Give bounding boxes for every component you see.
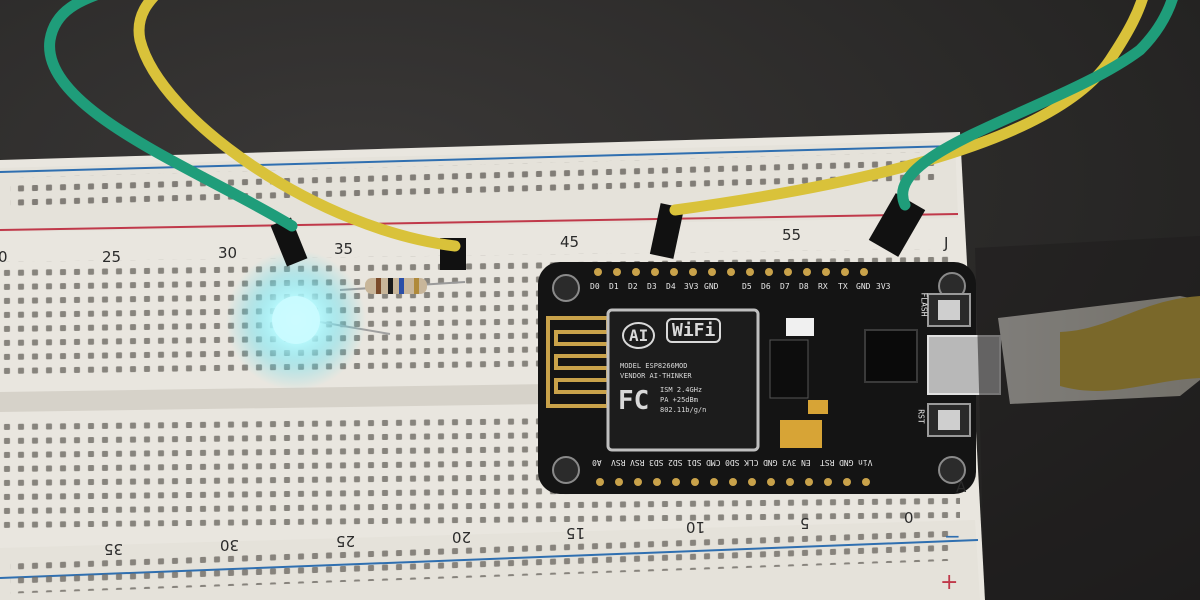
yellow-wire-left bbox=[133, 0, 461, 252]
pin-label: D8 bbox=[799, 282, 809, 291]
rail-plus-symbol: + bbox=[940, 570, 959, 595]
row-letter-a: A bbox=[956, 478, 967, 496]
pin-label: GND bbox=[763, 458, 778, 467]
led-body bbox=[272, 296, 320, 344]
pin-label: D6 bbox=[761, 282, 771, 291]
col-number-bottom: 35 bbox=[104, 540, 124, 558]
bottom-rail-holes bbox=[10, 526, 950, 594]
pin-label: GND bbox=[856, 282, 871, 291]
small-capacitor bbox=[808, 400, 828, 414]
col-number-bottom: 5 bbox=[800, 514, 810, 532]
pin-label: TX bbox=[838, 282, 848, 291]
pin-label: 3V3 bbox=[782, 458, 797, 467]
reset-label: RST bbox=[916, 409, 926, 424]
jumper-plug-3 bbox=[649, 203, 685, 259]
pin-label: SD0 bbox=[725, 458, 740, 467]
pin-label: SD1 bbox=[687, 458, 702, 467]
flash-button-cap bbox=[938, 300, 960, 320]
module-vendor: VENDOR AI-THINKER bbox=[620, 372, 692, 380]
pin-label: D4 bbox=[666, 282, 676, 291]
rail-minus-symbol: − bbox=[944, 524, 961, 548]
col-number-bottom: 25 bbox=[336, 532, 356, 550]
ai-thinker-logo: AI bbox=[622, 322, 656, 349]
module-ism: ISM 2.4GHz bbox=[660, 386, 703, 394]
col-number-bottom: 10 bbox=[686, 518, 706, 536]
jumper-plug-4 bbox=[868, 193, 926, 257]
resistor bbox=[339, 278, 466, 294]
col-number-bottom: 30 bbox=[220, 536, 240, 554]
pin-label: Vin bbox=[858, 458, 873, 467]
pin-label: D5 bbox=[742, 282, 752, 291]
pin-label: SD2 bbox=[668, 458, 683, 467]
nodemcu-board bbox=[538, 262, 1001, 494]
reset-button-cap bbox=[938, 410, 960, 430]
usb-uart-chip bbox=[864, 329, 918, 383]
col-number-bottom: 15 bbox=[566, 524, 586, 542]
col-number-top: 45 bbox=[560, 233, 580, 251]
pin-label: CMD bbox=[706, 458, 721, 467]
col-number-bottom: 20 bbox=[452, 528, 472, 546]
col-number-top: 35 bbox=[334, 240, 354, 258]
col-number-top: 0 bbox=[0, 248, 8, 266]
pin-label: RSV bbox=[630, 458, 645, 467]
pin-label: D3 bbox=[647, 282, 657, 291]
module-pa: PA +25dBm bbox=[660, 396, 698, 404]
pin-label: 3V3 bbox=[876, 282, 891, 291]
jumper-plug-1 bbox=[270, 217, 308, 267]
pin-label: CLK bbox=[744, 458, 759, 467]
pin-label: D2 bbox=[628, 282, 638, 291]
green-wire-right bbox=[897, 0, 1178, 211]
capacitor bbox=[780, 420, 822, 448]
module-model: MODEL ESP8266MOD bbox=[620, 362, 688, 370]
flash-label: FLASH bbox=[919, 292, 929, 317]
rail-red-line-top bbox=[0, 213, 959, 231]
pin-label: 3V3 bbox=[684, 282, 699, 291]
pin-label: RX bbox=[818, 282, 828, 291]
pin-label: SD3 bbox=[649, 458, 664, 467]
module-standard: 802.11b/g/n bbox=[660, 406, 707, 414]
desk-edge bbox=[975, 236, 1200, 600]
pin-label: GND bbox=[704, 282, 719, 291]
pin-label: D7 bbox=[780, 282, 790, 291]
row-letter-j: J bbox=[944, 234, 949, 252]
yellow-wire-right bbox=[669, 0, 1148, 216]
pin-label: A0 bbox=[592, 458, 602, 467]
pin-label: RSV bbox=[611, 458, 626, 467]
white-component bbox=[786, 318, 814, 336]
col-number-bottom: 0 bbox=[904, 508, 914, 526]
pin-label: GND bbox=[839, 458, 854, 467]
col-number-top: 55 bbox=[782, 226, 802, 244]
wifi-logo: WiFi bbox=[666, 318, 722, 343]
col-number-top: 25 bbox=[102, 248, 122, 266]
voltage-regulator bbox=[769, 339, 809, 399]
col-number-top: 30 bbox=[218, 244, 238, 262]
rail-blue-line-top bbox=[0, 145, 956, 173]
fc-mark: FC bbox=[618, 386, 650, 416]
pin-label: D0 bbox=[590, 282, 600, 291]
pin-label: EN bbox=[801, 458, 811, 467]
green-wire-left bbox=[44, 0, 298, 232]
pin-label: RST bbox=[820, 458, 835, 467]
pin-label: D1 bbox=[609, 282, 619, 291]
